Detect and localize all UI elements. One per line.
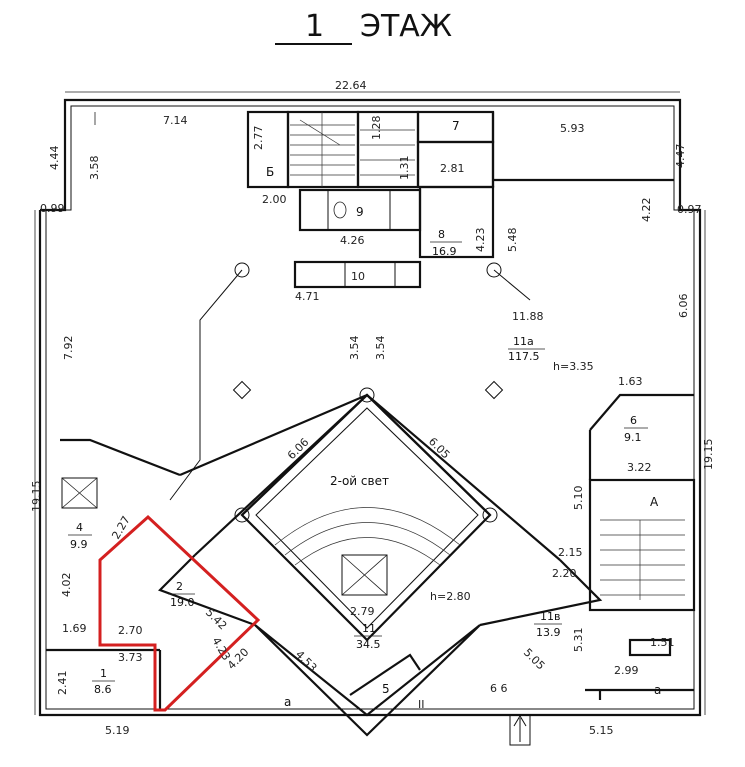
dim-5-31: 5.31	[572, 628, 585, 653]
room-8-number: 8	[438, 228, 445, 241]
dim-7-14: 7.14	[163, 114, 188, 127]
dim-2-81: 2.81	[440, 162, 465, 175]
room-7-label: 7	[452, 119, 460, 133]
floor-number: 1	[305, 9, 324, 44]
dim-top-width: 22.64	[335, 79, 367, 92]
room-11-area: 34.5	[356, 638, 381, 651]
dim-6-6: 6 6	[490, 682, 508, 695]
entrance-arrow	[509, 714, 531, 746]
floor-label: ЭТАЖ	[360, 9, 452, 44]
dim-5-05: 5.05	[521, 646, 548, 673]
dim-2-27: 2.27	[109, 514, 133, 542]
mark-a-right: а	[654, 683, 661, 697]
room-1-number: 1	[100, 667, 107, 680]
room-11a-area: 117.5	[508, 350, 540, 363]
room-b-label: Б	[266, 165, 274, 179]
room-2-area: 19.0	[170, 596, 195, 609]
mark-roman-ii: II	[418, 698, 425, 711]
room-a-label: А	[650, 495, 659, 509]
core-rooms	[94, 110, 674, 289]
dim-2-20: 2.20	[552, 567, 577, 580]
dim-4-02: 4.02	[60, 573, 73, 598]
mark-a-left: а	[284, 695, 291, 709]
dim-3-73: 3.73	[118, 651, 143, 664]
dim-1-31: 1.31	[398, 156, 411, 181]
dim-4-53: 4.53	[293, 648, 320, 675]
room-11b-number: 11в	[540, 610, 560, 623]
dim-3-58: 3.58	[88, 156, 101, 181]
dim-7-92: 7.92	[62, 336, 75, 361]
dim-5-10: 5.10	[572, 486, 585, 511]
dim-1-63: 1.63	[618, 375, 643, 388]
room-labels: Б 7 9 10 8 16.9 11а 117.5 6 9.1 А 2-ой с…	[68, 119, 661, 711]
stairs-right	[600, 519, 685, 600]
second-light-label: 2-ой свет	[330, 474, 389, 488]
dim-2-77: 2.77	[252, 126, 265, 151]
room-10-label: 10	[351, 270, 365, 283]
dim-0-97: 0.97	[677, 203, 702, 216]
dim-4-44: 4.44	[48, 146, 61, 171]
dim-1-28: 1.28	[370, 116, 383, 141]
dim-11-88: 11.88	[512, 310, 544, 323]
room-5-label: 5	[382, 682, 390, 696]
dim-5-48: 5.48	[506, 228, 519, 253]
room-6-area: 9.1	[624, 431, 642, 444]
dim-2-15: 2.15	[558, 546, 583, 559]
dim-3-22: 3.22	[627, 461, 652, 474]
columns	[232, 262, 504, 523]
dim-4-71: 4.71	[295, 290, 320, 303]
room-11-number: 11	[362, 622, 376, 635]
room-9-label: 9	[356, 205, 364, 219]
atrium	[158, 393, 603, 737]
outer-walls	[34, 91, 706, 717]
ceiling-height-11: h=2.80	[430, 590, 471, 603]
dim-4-26: 4.26	[340, 234, 365, 247]
dim-1-69: 1.69	[62, 622, 87, 635]
dim-4-47: 4.47	[674, 144, 687, 169]
dim-5-19: 5.19	[105, 724, 130, 737]
dim-0-99: 0.99	[40, 202, 65, 215]
room-8-area: 16.9	[432, 245, 457, 258]
ceiling-height-11a: h=3.35	[553, 360, 594, 373]
room-11b-area: 13.9	[536, 626, 561, 639]
highlight-room-2	[98, 514, 261, 712]
dim-4-23: 4.23	[474, 228, 487, 253]
dim-2-70: 2.70	[118, 624, 143, 637]
dim-5-42: 5.42	[203, 606, 230, 633]
dim-2-00: 2.00	[262, 193, 287, 206]
room-4-number: 4	[76, 521, 83, 534]
room-4-area: 9.9	[70, 538, 88, 551]
dim-2-41: 2.41	[56, 671, 69, 696]
dim-2-99: 2.99	[614, 664, 639, 677]
room-2-number: 2	[176, 580, 183, 593]
dim-6-06-right: 6.06	[677, 294, 690, 319]
room-6-number: 6	[630, 414, 637, 427]
dim-3-54-b: 3.54	[374, 336, 387, 361]
dim-5-93: 5.93	[560, 122, 585, 135]
dim-2-79: 2.79	[350, 605, 375, 618]
dim-3-54-a: 3.54	[348, 336, 361, 361]
dim-19-15-left: 19.15	[30, 481, 43, 513]
dim-5-15: 5.15	[589, 724, 614, 737]
room-1-area: 8.6	[94, 683, 112, 696]
dim-1-51: 1.51	[650, 636, 675, 649]
floor-title: 1 ЭТАЖ	[275, 9, 452, 45]
dim-4-22: 4.22	[640, 198, 653, 223]
dim-19-15-right: 19.15	[702, 439, 715, 471]
room-11a-number: 11а	[513, 335, 534, 348]
